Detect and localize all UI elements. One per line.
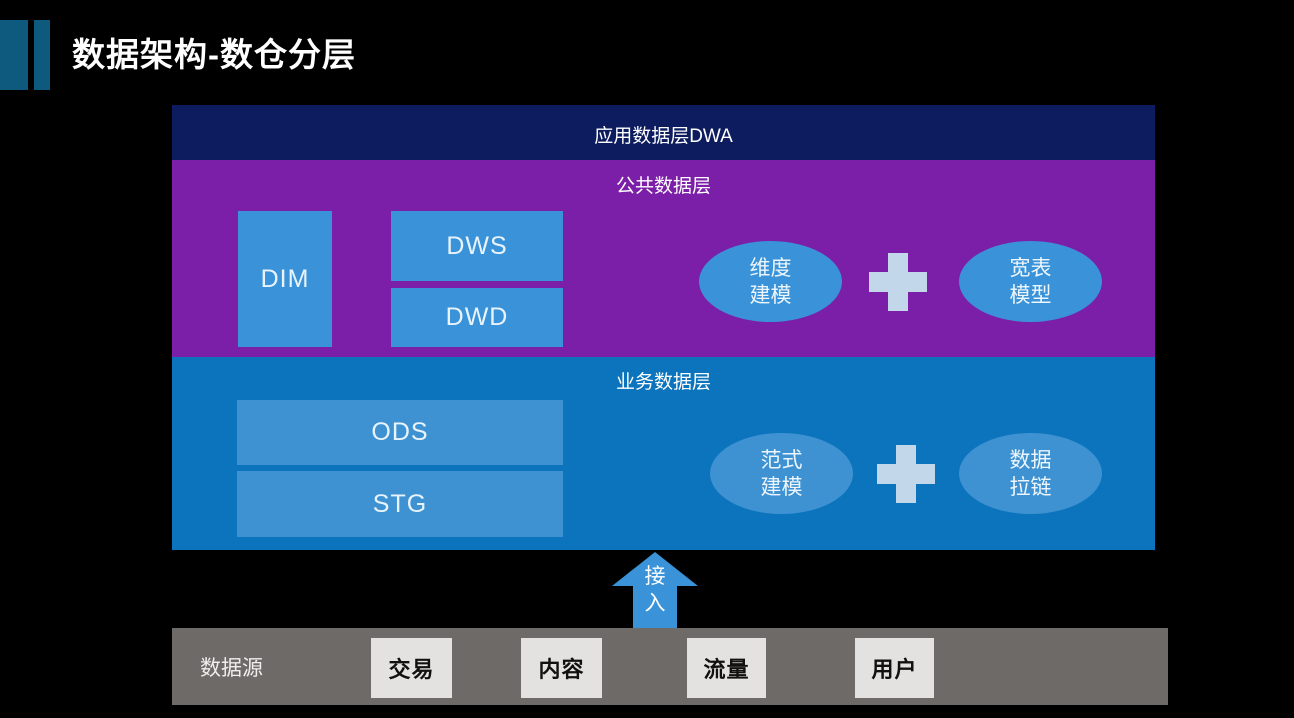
ellipse-dimension-modeling: 维度 建模	[699, 241, 842, 322]
title-accent-bar-narrow	[34, 20, 50, 90]
source-box-traffic: 流量	[687, 638, 766, 698]
layer-application-data: 应用数据层DWA	[172, 105, 1155, 160]
box-stg: STG	[237, 471, 563, 537]
ellipse-wide-table-model: 宽表 模型	[959, 241, 1102, 322]
ingest-arrow-label-line2: 入	[644, 592, 666, 615]
ingest-arrow-head	[612, 552, 698, 586]
plus-icon	[877, 445, 935, 503]
ingest-arrow-label-line1: 接	[644, 565, 666, 588]
box-ods: ODS	[237, 400, 563, 465]
layer-public-data: 公共数据层 DIM DWS DWD 维度 建模 宽表 模型	[172, 160, 1155, 357]
ellipse-wide-table-model-line2: 模型	[1009, 283, 1052, 307]
ellipse-data-chain: 数据 拉链	[959, 433, 1102, 514]
ellipse-normalized-modeling-line2: 建模	[760, 475, 803, 499]
data-source-label: 数据源	[200, 657, 263, 680]
source-box-transaction: 交易	[371, 638, 452, 698]
ellipse-dimension-modeling-line2: 建模	[749, 283, 792, 307]
box-dwd: DWD	[391, 288, 563, 347]
ellipse-normalized-modeling: 范式 建模	[710, 433, 853, 514]
layer-title-public: 公共数据层	[615, 176, 711, 197]
plus-icon-vertical	[888, 253, 908, 311]
layer-title-dwa: 应用数据层DWA	[594, 126, 733, 147]
ellipse-dimension-modeling-line1: 维度	[749, 256, 792, 280]
data-source-bar: 数据源 交易 内容 流量 用户	[172, 628, 1168, 705]
plus-icon	[869, 253, 927, 311]
ellipse-data-chain-line1: 数据	[1009, 448, 1052, 472]
ellipse-wide-table-model-line1: 宽表	[1009, 256, 1052, 280]
layer-business-data: 业务数据层 ODS STG 范式 建模 数据 拉链	[172, 357, 1155, 550]
layer-title-business: 业务数据层	[615, 372, 711, 393]
title-accent-bar-wide	[0, 20, 28, 90]
ingest-arrow-up-icon: 接 入	[612, 552, 698, 628]
source-box-user: 用户	[855, 638, 934, 698]
plus-icon-vertical	[896, 445, 916, 503]
source-box-content: 内容	[521, 638, 602, 698]
ingest-arrow-label: 接 入	[612, 563, 698, 617]
page-title: 数据架构-数仓分层	[72, 36, 356, 73]
ellipse-normalized-modeling-line1: 范式	[760, 448, 803, 472]
box-dws: DWS	[391, 211, 563, 281]
ellipse-data-chain-line2: 拉链	[1009, 475, 1052, 499]
ingest-arrow-shaft	[633, 585, 677, 628]
box-dim: DIM	[238, 211, 332, 347]
